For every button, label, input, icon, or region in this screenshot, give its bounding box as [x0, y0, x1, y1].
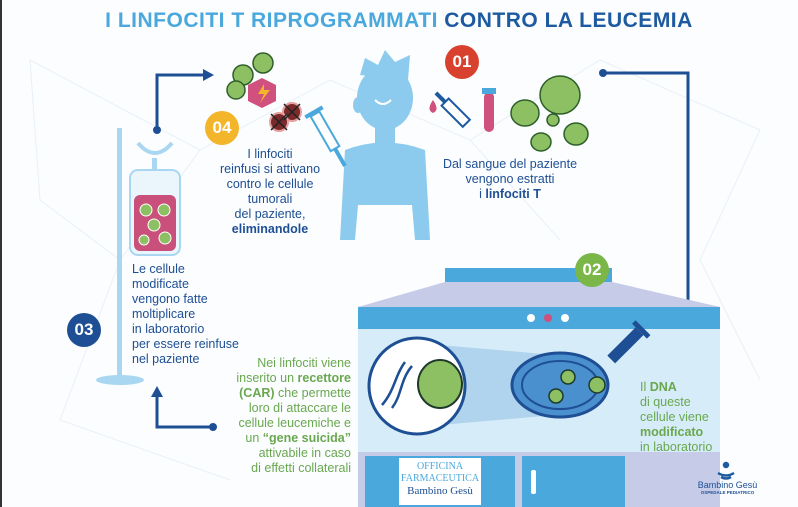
step-01-badge: 01	[445, 45, 479, 79]
text-line: che permette	[274, 386, 351, 400]
blood-sample-icon	[429, 88, 496, 132]
arrow-01-to-02	[603, 71, 690, 358]
text-line: Nei linfociti viene	[257, 356, 351, 370]
text-line: in laboratorio	[640, 440, 713, 454]
arrow-head-right	[203, 69, 214, 81]
text-bold: modificato	[640, 425, 704, 439]
text-line: di queste	[640, 395, 691, 409]
flow-arrows	[155, 71, 690, 429]
text-line: in laboratorio	[132, 322, 205, 336]
title-part-1: I LINFOCITI T RIPROGRAMMATI	[105, 9, 438, 32]
text-line: nel paziente	[132, 352, 200, 366]
arrow-03-to-04	[155, 73, 205, 130]
step-02-text: Il DNA di queste cellule viene modificat…	[640, 380, 750, 455]
step-03-text: Le cellule modificate vengono fatte molt…	[132, 262, 262, 367]
text-line: I linfociti	[247, 147, 293, 161]
text-line: reinfusi si attivano	[219, 162, 321, 176]
text-bold: (CAR)	[239, 386, 275, 400]
text-line: vengono fatte	[132, 292, 208, 306]
text-line: loro di attaccare le	[248, 401, 351, 415]
page-title: I LINFOCITI T RIPROGRAMMATI CONTRO LA LE…	[0, 9, 798, 33]
text-line: un	[245, 431, 263, 445]
arrow-start-dot	[209, 423, 217, 431]
text-line: del paziente,	[234, 207, 306, 221]
step-04-badge: 04	[205, 111, 239, 145]
text-line: Dal sangue del paziente	[442, 157, 578, 171]
text-bold: linfociti T	[485, 187, 541, 201]
sign-line: FARMACEUTICA	[400, 473, 480, 484]
iv-drip-icon	[96, 128, 181, 385]
step-01-text: Dal sangue del paziente vengono estratti…	[430, 157, 590, 202]
arrow-start-dot	[599, 69, 607, 77]
text-bold: “gene suicida”	[262, 431, 351, 445]
cells-attacking-icon	[226, 52, 302, 132]
text-line: contro le cellule	[226, 177, 314, 191]
hospital-logo: Bambino Gesù OSPEDALE PEDIATRICO	[690, 480, 765, 496]
text-line: cellule leucemiche e	[238, 416, 351, 430]
syringe-icon	[304, 105, 347, 167]
bambino-gesu-logo-icon	[717, 461, 735, 480]
step-02-badge: 02	[575, 253, 609, 287]
car-receptor-text: Nei linfociti viene inserito un recettor…	[200, 356, 351, 476]
text-line: inserito un	[236, 371, 298, 385]
text-line: modificate	[132, 277, 189, 291]
logo-subtitle: OSPEDALE PEDIATRICO	[700, 490, 755, 495]
lab-sign: OFFICINA FARMACEUTICA Bambino Gesù	[399, 458, 481, 505]
text-bold: eliminandole	[231, 222, 309, 236]
text-bold: DNA	[649, 380, 677, 394]
lymphocytes-icon	[510, 75, 589, 152]
step-03-badge: 03	[67, 313, 101, 347]
text-line: di effetti collaterali	[251, 461, 351, 475]
step-04-text: I linfociti reinfusi si attivano contro …	[205, 147, 335, 237]
sign-line: OFFICINA	[416, 461, 464, 472]
text-line: per essere reinfuse	[132, 337, 240, 351]
sign-line: Bambino Gesù	[407, 485, 473, 497]
title-part-2: CONTRO LA LEUCEMIA	[444, 9, 693, 32]
arrow-head-up	[151, 386, 163, 397]
text-line: Le cellule	[132, 262, 185, 276]
patient-child-figure	[340, 50, 430, 240]
text-line: moltiplicare	[132, 307, 196, 321]
arrow-start-dot	[153, 126, 161, 134]
text-bold: recettore	[297, 371, 352, 385]
text-line: i	[479, 187, 486, 201]
text-line: cellule viene	[640, 410, 709, 424]
left-border	[0, 0, 2, 507]
arrow-02-to-03	[155, 395, 213, 429]
text-line: tumorali	[247, 192, 293, 206]
text-line: attivabile in caso	[258, 446, 351, 460]
logo-name: Bambino Gesù	[697, 480, 758, 490]
text-line: vengono estratti	[465, 172, 555, 186]
text-line: Il	[640, 380, 650, 394]
laboratory-hood	[358, 268, 720, 507]
